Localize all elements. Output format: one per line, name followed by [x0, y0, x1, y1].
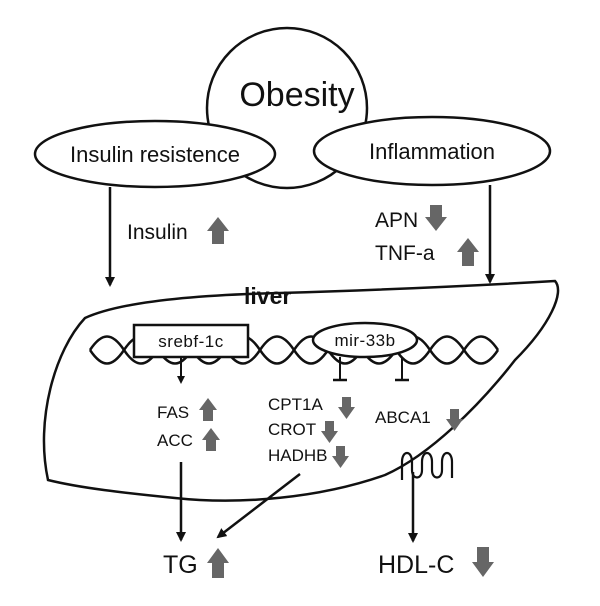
liver-label: liver	[244, 283, 291, 309]
liver-outline	[42, 279, 560, 502]
down-arrow-icon	[446, 409, 463, 431]
fas-label: FAS	[157, 403, 189, 422]
crot-label: CROT	[268, 420, 316, 439]
tnf-label: TNF-a	[375, 242, 435, 265]
down-arrow-icon	[321, 421, 338, 443]
insulin-resistance-oval	[33, 119, 277, 189]
mir-inhibition-abca1	[395, 357, 409, 382]
hadhb-label: HADHB	[268, 446, 328, 465]
down-arrow-icon	[425, 205, 447, 231]
up-arrow-icon	[207, 548, 229, 578]
down-arrow-icon	[338, 397, 355, 419]
down-arrow-icon	[472, 547, 494, 577]
down-arrow-icon	[332, 446, 349, 468]
hadhb-to-tg-arrow	[216, 473, 301, 539]
up-arrow-icon	[457, 238, 479, 266]
insulin-resistance-label: Insulin resistence	[70, 142, 240, 167]
tg-label: TG	[163, 551, 198, 579]
srebf-1c-box	[132, 323, 250, 359]
srebf-1c-label: srebf-1c	[158, 332, 223, 351]
mir-33b-label: mir-33b	[334, 331, 395, 350]
abca1-label: ABCA1	[375, 408, 431, 427]
up-arrow-icon	[199, 398, 217, 421]
mir-33b-oval	[311, 321, 419, 359]
mir-inhibition-cpt1a	[333, 357, 347, 382]
up-arrow-icon	[202, 428, 220, 451]
acc-label: ACC	[157, 431, 193, 450]
cpt1a-label: CPT1A	[268, 395, 323, 414]
obesity-label: Obesity	[239, 76, 354, 114]
hdl-c-label: HDL-C	[378, 551, 454, 579]
up-arrow-icon	[207, 217, 229, 244]
inflammation-oval	[312, 115, 552, 187]
apn-label: APN	[375, 209, 418, 232]
inflammation-label: Inflammation	[369, 139, 495, 164]
abca1-transporter-coil	[400, 451, 454, 480]
insulin-label: Insulin	[127, 221, 188, 244]
